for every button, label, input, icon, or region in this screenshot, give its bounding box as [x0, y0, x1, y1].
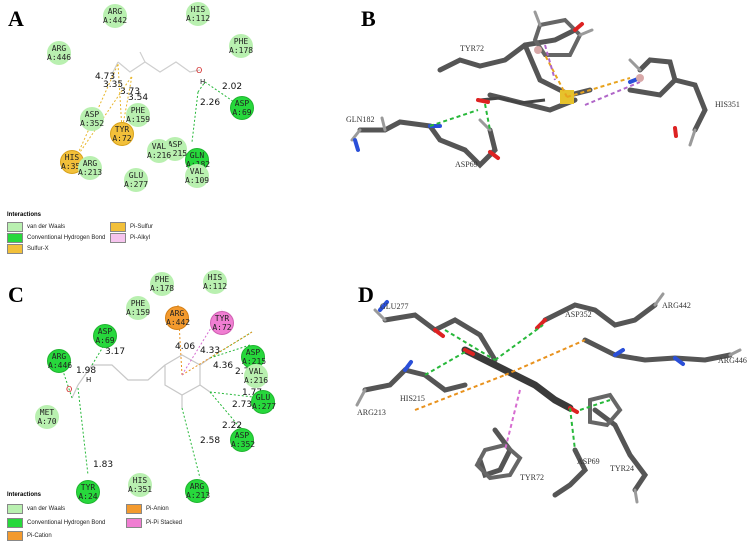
residue-val109: VAL A:109: [185, 164, 209, 188]
dist-c-7: 1.77: [242, 388, 263, 398]
residue-his351-c: HIS A:351: [128, 473, 152, 497]
residue-arg213: ARG A:213: [78, 156, 102, 180]
dist-a-1: 4.73: [95, 72, 116, 82]
residue-val216: VAL A:216: [147, 139, 171, 163]
legend-a-vdw: van der Waals: [7, 222, 65, 232]
residue-arg213-c: ARG A:213: [185, 479, 210, 503]
dist-c-10: 2.58: [200, 436, 221, 446]
dist-c-3: 4.06: [175, 342, 196, 352]
legend-a-pi-alkyl: Pi-Alkyl: [110, 233, 150, 243]
panel-label-c: C: [8, 282, 24, 307]
residue-arg446-c: ARG A:446: [47, 349, 72, 373]
residue-phe178: PHE A:178: [229, 34, 253, 58]
residue-asp352-c: ASP A:352: [230, 428, 255, 452]
residue-asp69: ASP A:69: [230, 96, 254, 120]
legend-c-pi-cation: Pi-Cation: [7, 531, 52, 541]
panel-label-d: D: [358, 282, 374, 307]
residue-glu277: GLU A:277: [124, 168, 148, 192]
panel-b-structure: [350, 10, 708, 169]
dist-c-1: 3.17: [105, 347, 126, 357]
label-d-glu277: GLU277: [380, 302, 409, 311]
label-d-asp69: ASP69: [577, 457, 600, 466]
atom-a-o: O: [196, 66, 203, 75]
panel-d-structure: [355, 292, 742, 504]
label-d-arg442: ARG442: [662, 301, 691, 310]
label-d-tyr72: TYR72: [520, 473, 544, 482]
label-d-arg446: ARG446: [718, 356, 747, 365]
panel-label-b: B: [361, 6, 376, 31]
residue-arg442-c: ARG A:442: [165, 306, 190, 330]
legend-c-pi-anion: Pi-Anion: [126, 504, 169, 514]
dist-a-5: 2.02: [222, 82, 243, 92]
residue-arg446: ARG A:446: [47, 41, 71, 65]
atom-c-h: H: [86, 376, 92, 384]
residue-his112: HIS A:112: [186, 2, 210, 26]
residue-his351: HIS A:351: [60, 150, 85, 174]
legend-c-pi-pi: Pi-Pi Stacked: [126, 518, 182, 528]
dist-c-11: 1.83: [93, 460, 114, 470]
label-d-his215: HIS215: [400, 394, 425, 403]
residue-val216-c: VAL A:216: [244, 364, 268, 388]
label-b-tyr72: TYR72: [460, 44, 484, 53]
panel-c-diagram: [59, 304, 263, 479]
legend-c-vdw: van der Waals: [7, 504, 65, 514]
dist-a-3: 3.73: [120, 87, 141, 97]
legend-c-hb: Conventional Hydrogen Bond: [7, 518, 105, 528]
dist-c-9: 2.22: [222, 421, 243, 431]
label-b-asp69: ASP69: [455, 160, 478, 169]
residue-asp352: ASP A:352: [80, 107, 104, 131]
residue-arg442: ARG A:442: [103, 4, 127, 28]
legend-a-pi-sulfur: Pi-Sulfur: [110, 222, 153, 232]
legend-a-title: Interactions: [7, 212, 42, 218]
label-d-asp352: ASP352: [565, 310, 592, 319]
dist-a-2: 3.35: [103, 80, 124, 90]
legend-a-hb: Conventional Hydrogen Bond: [7, 233, 105, 243]
residue-tyr24-c: TYR A:24: [76, 480, 100, 504]
dist-a-4: 3.54: [128, 93, 149, 103]
residue-phe159: PHE A:159: [126, 103, 150, 127]
residue-glu277-c: GLU A:277: [251, 390, 276, 414]
residue-phe178-c: PHE A:178: [150, 272, 174, 296]
residue-met70-c: MET A:70: [35, 405, 59, 429]
legend-a-sulfur: Sulfur-X: [7, 244, 49, 254]
label-b-his351: HIS351: [715, 100, 740, 109]
label-d-arg213: ARG213: [357, 408, 386, 417]
atom-a-h: H: [200, 78, 206, 86]
panel-label-a: A: [8, 6, 24, 31]
residue-his112-c: HIS A:112: [203, 270, 227, 294]
atom-c-o: O: [66, 385, 73, 394]
dist-a-6: 2.26: [200, 98, 221, 108]
dist-c-2: 1.98: [76, 366, 97, 376]
dist-c-5: 4.36: [213, 361, 234, 371]
dist-c-4: 4.33: [200, 346, 221, 356]
label-b-gln182: GLN182: [346, 115, 375, 124]
residue-tyr72: TYR A:72: [110, 122, 134, 146]
residue-asp69-c: ASP A:69: [93, 324, 117, 348]
legend-c-title: Interactions: [7, 492, 42, 498]
dist-c-8: 2.73: [232, 400, 253, 410]
label-d-tyr24: TYR24: [610, 464, 634, 473]
residue-tyr72-c: TYR A:72: [210, 311, 234, 335]
residue-phe159-c: PHE A:159: [126, 296, 150, 320]
